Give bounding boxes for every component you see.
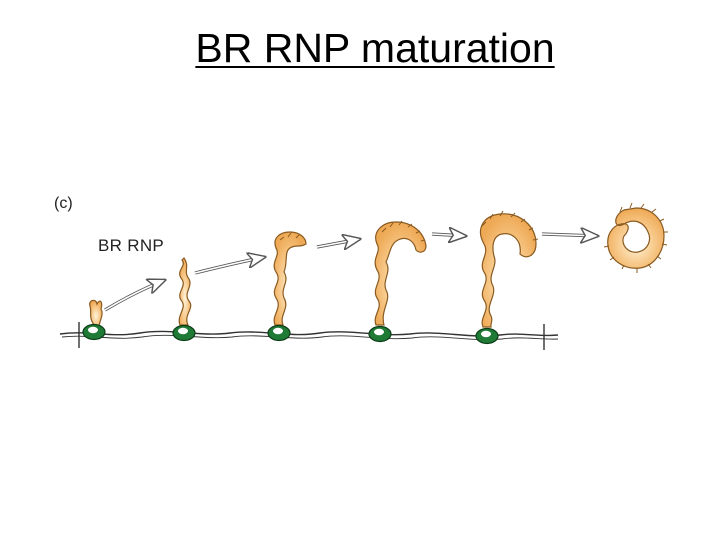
slide-title: BR RNP maturation bbox=[195, 25, 555, 71]
panel-label: (c) bbox=[54, 195, 73, 212]
rnp-stage-3 bbox=[267, 231, 307, 342]
rnp-stage-5 bbox=[475, 210, 539, 345]
rnp-stage-4 bbox=[368, 220, 427, 343]
rnp-stage-6-released bbox=[603, 202, 668, 273]
rnp-stage-2 bbox=[172, 257, 196, 342]
transition-arrows bbox=[104, 234, 598, 312]
br-rnp-label: BR RNP bbox=[98, 236, 165, 255]
rnp-stage-1 bbox=[82, 299, 106, 341]
